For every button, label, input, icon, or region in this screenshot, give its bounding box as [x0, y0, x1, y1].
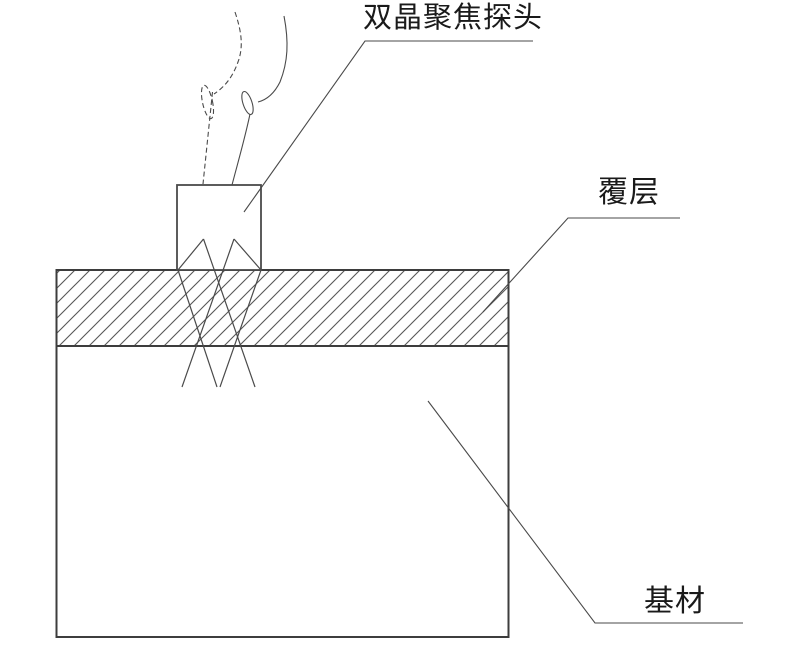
probe-cable-left [200, 11, 242, 185]
beam-line [177, 269, 218, 388]
probe-cable-right [231, 15, 288, 186]
cable-tail [231, 113, 251, 186]
cable-curve [257, 15, 288, 103]
substrate-rect [55, 345, 510, 638]
cable-curve [213, 11, 242, 95]
ultrasonic-beam-lines [177, 238, 262, 388]
cable-loop [241, 90, 254, 116]
coating-hatch-rect [55, 269, 510, 347]
coating-label: 覆层 [598, 175, 660, 210]
substrate-label: 基材 [644, 584, 706, 619]
substrate-leader-line [427, 400, 743, 624]
probe-rect [176, 184, 262, 271]
beam-line [219, 269, 262, 388]
coating-leader-line [482, 217, 680, 313]
leader-lines [243, 40, 743, 624]
cable-tail [202, 91, 214, 185]
probe-label: 双晶聚焦探头 [363, 0, 544, 34]
beam-line [181, 238, 235, 388]
beam-line [177, 238, 204, 271]
cable-loop [200, 84, 215, 120]
beam-line [233, 238, 262, 271]
beam-line [202, 238, 256, 388]
probe-leader-line [243, 40, 533, 213]
